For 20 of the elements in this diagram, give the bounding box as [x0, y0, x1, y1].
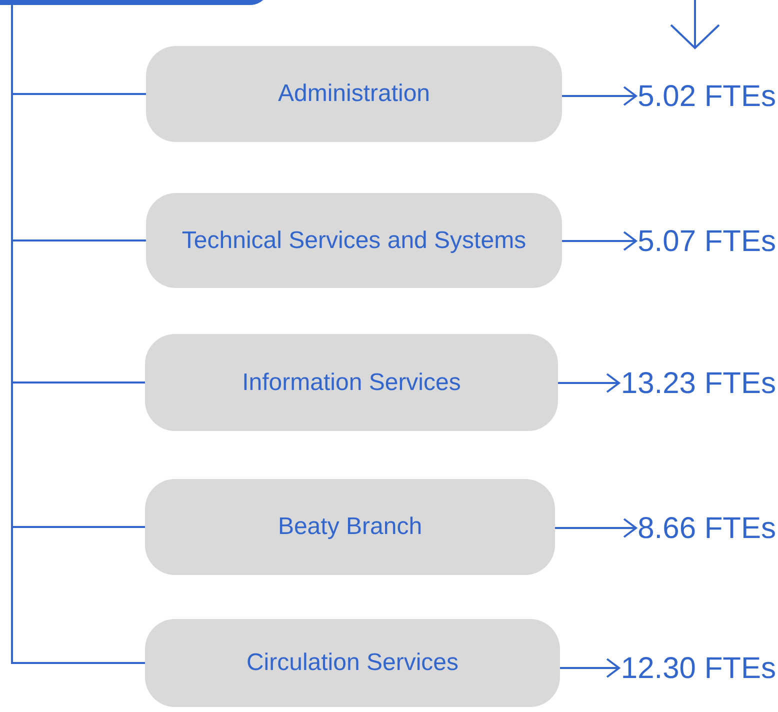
- unit-name: Technical Services and Systems: [182, 226, 526, 256]
- arrow: [555, 518, 637, 538]
- fte-value: 12.30 FTEs: [620, 650, 776, 686]
- arrow: [560, 658, 620, 678]
- fte-value: 8.66 FTEs: [638, 510, 776, 546]
- arrow: [562, 231, 637, 251]
- unit-name: Administration: [278, 79, 430, 109]
- unit-box: [145, 479, 555, 575]
- unit-box: [146, 193, 562, 288]
- unit-box: [145, 619, 560, 707]
- unit-box: [145, 334, 558, 431]
- arrow: [558, 373, 620, 393]
- unit-box: [146, 46, 562, 142]
- unit-name: Information Services: [242, 368, 461, 398]
- fte-value: 5.07 FTEs: [638, 224, 776, 260]
- unit-name: Circulation Services: [246, 648, 459, 678]
- arrow: [562, 86, 637, 106]
- fte-value: 5.02 FTEs: [638, 78, 776, 114]
- fte-value: 13.23 FTEs: [620, 366, 776, 402]
- unit-name: Beaty Branch: [278, 512, 422, 542]
